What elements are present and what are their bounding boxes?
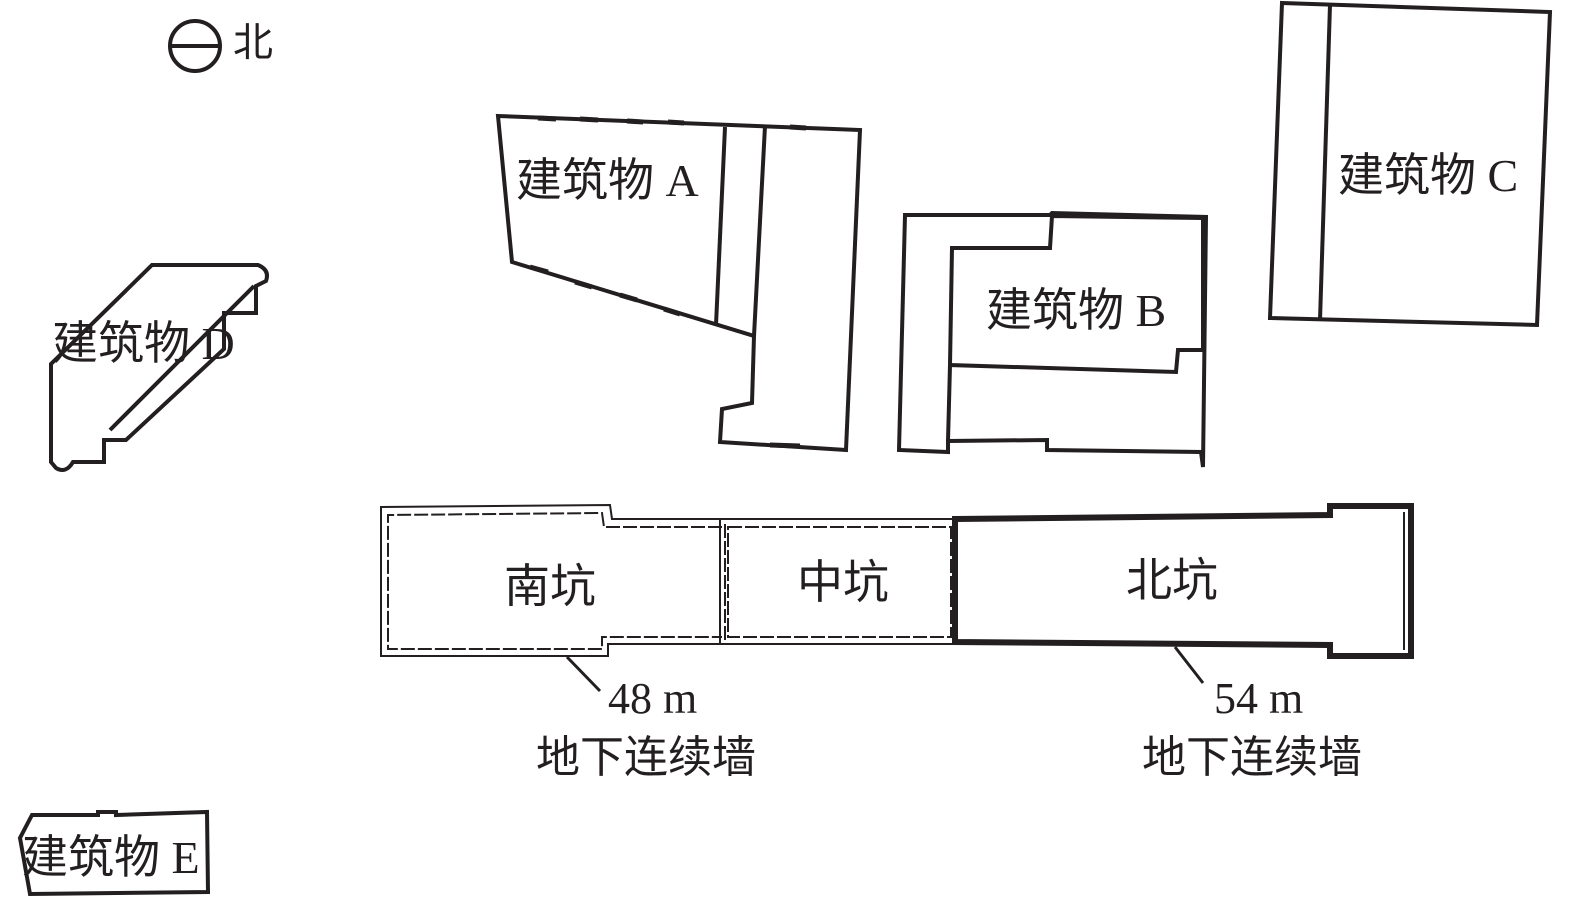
building-b: 建筑物 B <box>896 210 1209 468</box>
building-a-label: 建筑物 A <box>516 155 699 206</box>
wall-callout-54m-depth: 54 m <box>1214 674 1303 723</box>
building-c-divider <box>1318 4 1332 321</box>
pit-middle-outer-wall <box>720 518 955 645</box>
wall-callout-48m-depth: 48 m <box>608 674 697 723</box>
building-d-outline <box>49 263 269 472</box>
excavation-pits: 南坑 中坑 北坑 <box>380 503 1414 659</box>
wall-callout-54m-label: 地下连续墙 <box>1142 733 1362 782</box>
pit-south-label: 南坑 <box>504 561 596 612</box>
wall-callout-54m-leader <box>1173 646 1205 684</box>
building-a-outline <box>495 113 863 453</box>
pit-north-outer-wall <box>952 503 1414 659</box>
pit-north-label: 北坑 <box>1126 555 1218 606</box>
pit-south: 南坑 <box>380 503 722 657</box>
pit-middle: 中坑 <box>719 518 955 645</box>
building-b-inner-outline <box>947 213 1205 375</box>
pit-south-outer-wall <box>380 503 722 657</box>
building-c: 建筑物 C <box>1267 0 1553 328</box>
pit-south-inner-wall <box>387 511 722 650</box>
building-a-divider-2 <box>752 125 767 337</box>
pit-middle-label: 中坑 <box>797 557 889 608</box>
building-b-outline <box>896 210 1209 468</box>
wall-callout-54m: 54 m 地下连续墙 <box>1142 646 1362 782</box>
north-arrow-icon <box>168 19 222 73</box>
building-a-divider-1 <box>714 126 727 326</box>
building-c-label: 建筑物 C <box>1338 150 1518 201</box>
wall-callout-48m: 48 m 地下连续墙 <box>536 655 756 782</box>
building-e-label: 建筑物 E <box>22 832 200 883</box>
wall-callout-48m-leader <box>565 655 602 693</box>
building-e: 建筑物 E <box>17 809 211 897</box>
building-d-diagonal <box>108 284 256 432</box>
building-b-inner-wall <box>946 364 952 442</box>
north-arrow: 北 <box>168 19 273 73</box>
building-a: 建筑物 A <box>495 113 863 453</box>
building-a-wall-notches <box>529 115 807 449</box>
pit-middle-inner-wall <box>727 526 952 638</box>
building-d-label: 建筑物 D <box>52 318 235 369</box>
building-b-label: 建筑物 B <box>986 285 1166 336</box>
building-e-outline <box>17 809 211 897</box>
building-c-outline <box>1267 0 1553 328</box>
building-d: 建筑物 D <box>49 263 269 472</box>
wall-callout-48m-label: 地下连续墙 <box>536 733 756 782</box>
north-arrow-label: 北 <box>233 20 273 65</box>
pit-north: 北坑 <box>952 503 1414 659</box>
